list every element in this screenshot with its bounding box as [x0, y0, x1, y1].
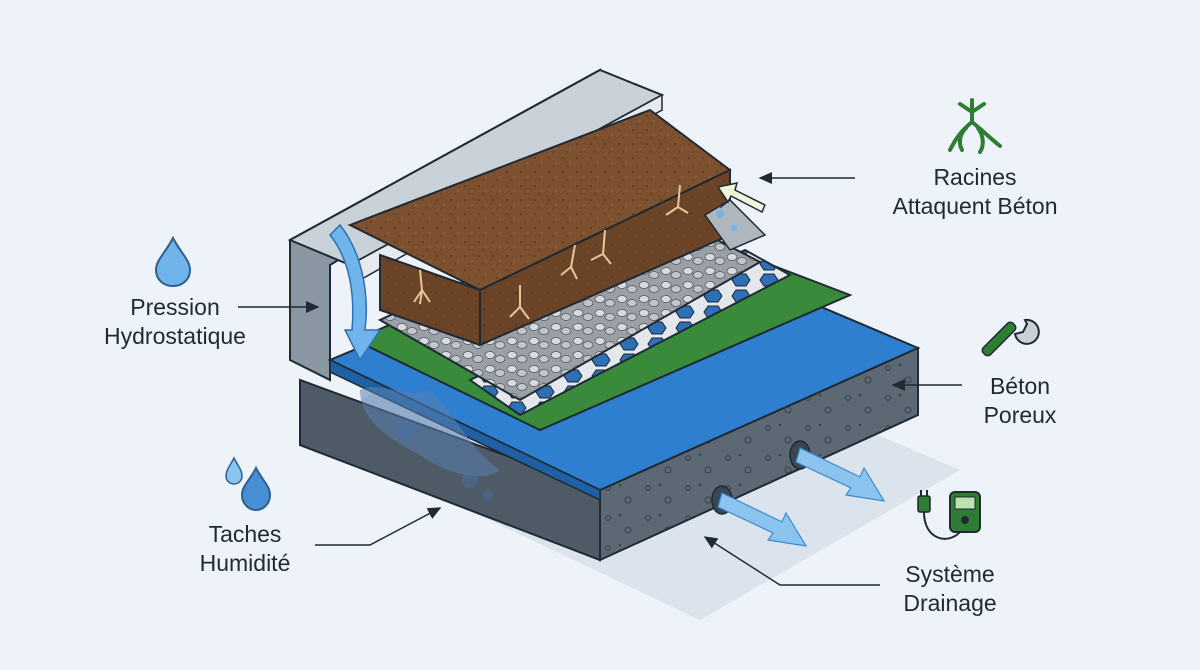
drain-outflow-arrow: [717, 492, 808, 547]
label-taches: Taches Humidité: [170, 520, 320, 578]
leak-drop: [731, 225, 737, 231]
wrench-icon: [981, 318, 1040, 357]
drain-outflow-arrow: [795, 447, 886, 502]
label-racines-line1: Racines: [933, 164, 1017, 190]
label-taches-line2: Humidité: [199, 550, 291, 576]
label-racines: Racines Attaquent Béton: [865, 163, 1085, 221]
root-pressure-arrow: [716, 182, 766, 214]
label-drainage-line2: Drainage: [903, 590, 997, 616]
leader-drainage: [703, 536, 880, 586]
moisture-stain: [360, 387, 500, 477]
label-drainage: Système Drainage: [860, 560, 1040, 618]
hydrostatic-pressure-arrow: [328, 223, 382, 362]
label-beton-line2: Poreux: [983, 402, 1057, 428]
water-drop-icon: [154, 235, 192, 288]
leak-drop: [716, 210, 724, 218]
label-racines-line2: Attaquent Béton: [892, 193, 1058, 219]
label-drainage-line1: Système: [905, 561, 995, 587]
roots-in-soil: [413, 184, 689, 320]
label-pression: Pression Hydrostatique: [70, 293, 280, 351]
roots-icon: [948, 98, 1002, 154]
label-beton-line1: Béton: [989, 373, 1051, 399]
label-beton: Béton Poreux: [950, 372, 1090, 430]
water-drops-icon: [225, 456, 272, 512]
leader-taches: [315, 507, 442, 546]
label-taches-line1: Taches: [208, 521, 282, 547]
label-pression-line2: Hydrostatique: [104, 323, 246, 349]
label-pression-line1: Pression: [130, 294, 220, 320]
moisture-meter-icon: [917, 490, 981, 540]
